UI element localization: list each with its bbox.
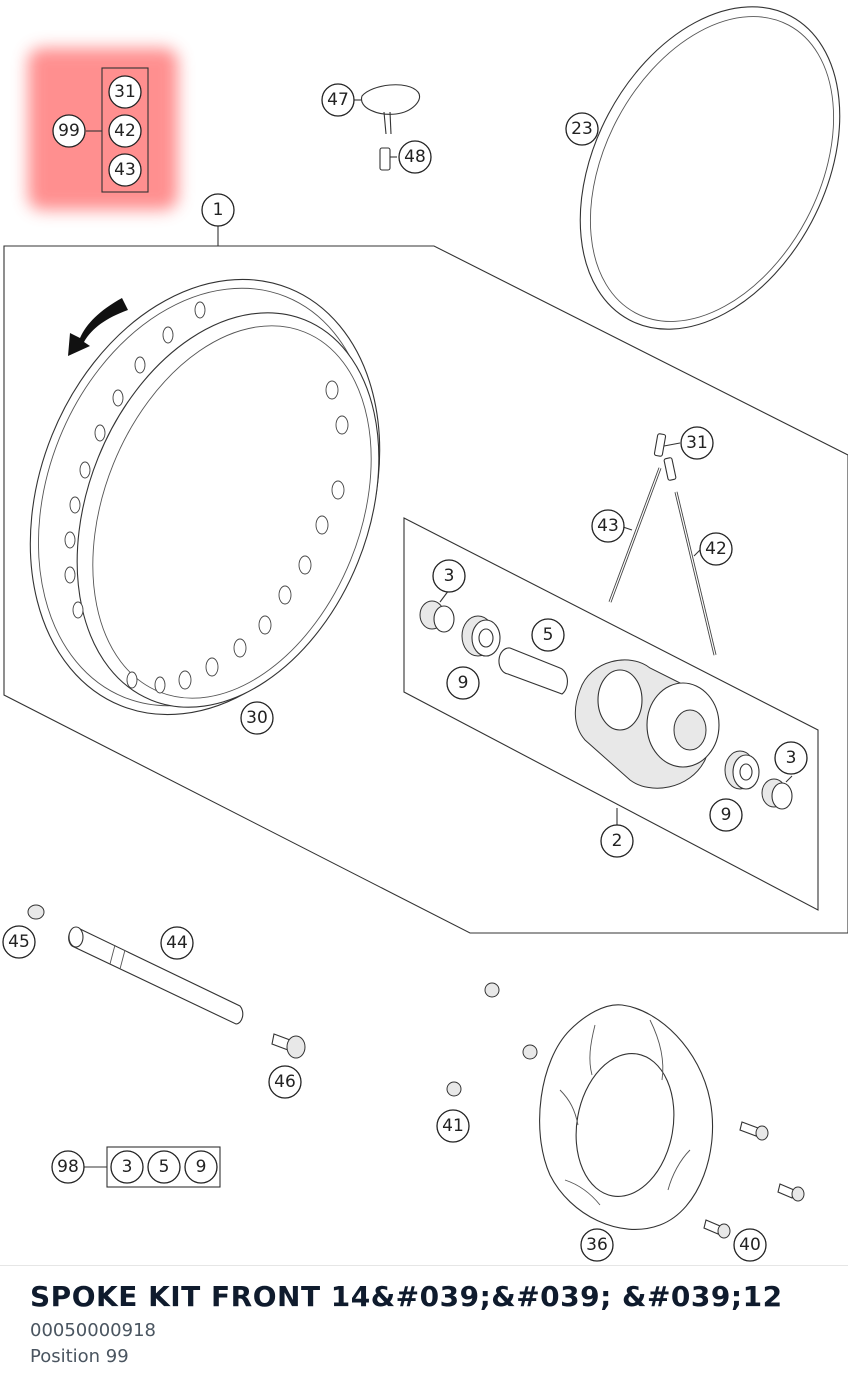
- svg-text:30: 30: [246, 708, 268, 728]
- callout-45[interactable]: 45: [2, 925, 36, 959]
- valve-drawing: [361, 84, 420, 171]
- callout-47[interactable]: 47: [321, 83, 355, 117]
- callout-40[interactable]: 40: [733, 1228, 767, 1262]
- svg-text:31: 31: [114, 82, 136, 102]
- svg-text:9: 9: [721, 805, 732, 825]
- spokes-drawing: [608, 433, 717, 656]
- svg-text:23: 23: [571, 119, 593, 139]
- svg-text:45: 45: [8, 932, 30, 952]
- callout-46[interactable]: 46: [268, 1065, 302, 1099]
- callout-98[interactable]: 98: [51, 1150, 85, 1184]
- rotation-direction-arrow-icon: [68, 298, 128, 356]
- part-info-footer: SPOKE KIT FRONT 14&#039;&#039; &#039;12 …: [0, 1265, 848, 1391]
- callout-3-right[interactable]: 3: [774, 741, 808, 775]
- svg-text:5: 5: [543, 625, 554, 645]
- svg-text:2: 2: [612, 831, 623, 851]
- callout-42-kit[interactable]: 42: [108, 114, 142, 148]
- callout-99[interactable]: 99: [52, 114, 86, 148]
- svg-text:99: 99: [58, 121, 80, 141]
- svg-text:44: 44: [166, 933, 188, 953]
- svg-text:9: 9: [196, 1157, 207, 1177]
- tire-drawing: [579, 6, 841, 330]
- callout-43-kit[interactable]: 43: [108, 153, 142, 187]
- callout-9-kit[interactable]: 9: [184, 1150, 218, 1184]
- callout-9-right[interactable]: 9: [709, 798, 743, 832]
- svg-text:31: 31: [686, 433, 708, 453]
- svg-text:1: 1: [213, 200, 224, 220]
- hub-drawing: [419, 600, 793, 810]
- svg-text:41: 41: [442, 1116, 464, 1136]
- svg-text:48: 48: [404, 147, 426, 167]
- svg-text:3: 3: [444, 566, 455, 586]
- svg-text:42: 42: [114, 121, 136, 141]
- callout-43[interactable]: 43: [591, 509, 625, 543]
- svg-text:3: 3: [786, 748, 797, 768]
- selected-position-highlight: [28, 48, 178, 210]
- svg-text:43: 43: [114, 160, 136, 180]
- svg-text:9: 9: [458, 673, 469, 693]
- callout-5[interactable]: 5: [531, 618, 565, 652]
- svg-text:3: 3: [122, 1157, 133, 1177]
- rim-drawing: [29, 278, 381, 716]
- callout-5-kit[interactable]: 5: [147, 1150, 181, 1184]
- callout-44[interactable]: 44: [160, 926, 194, 960]
- exploded-parts-diagram: 99 31 42 43 47 48 23 1 31 43 42 3 5 9 30…: [2, 6, 848, 1262]
- callout-31[interactable]: 31: [680, 426, 714, 460]
- callout-3-kit[interactable]: 3: [110, 1150, 144, 1184]
- spoke-kit-group-99: [86, 67, 149, 193]
- callout-1[interactable]: 1: [201, 193, 235, 227]
- svg-text:98: 98: [57, 1157, 79, 1177]
- axle-drawing: [27, 904, 306, 1059]
- svg-text:47: 47: [327, 90, 349, 110]
- svg-text:36: 36: [586, 1235, 608, 1255]
- callout-30[interactable]: 30: [240, 701, 274, 735]
- bearing-kit-group-98: [84, 1146, 221, 1188]
- callout-9-left[interactable]: 9: [446, 666, 480, 700]
- svg-text:40: 40: [739, 1235, 761, 1255]
- svg-text:5: 5: [159, 1157, 170, 1177]
- callout-41[interactable]: 41: [436, 1109, 470, 1143]
- svg-text:43: 43: [597, 516, 619, 536]
- hub-assembly-outline: [403, 517, 819, 911]
- callout-2[interactable]: 2: [600, 824, 634, 858]
- callout-31-kit[interactable]: 31: [108, 75, 142, 109]
- svg-text:42: 42: [705, 539, 727, 559]
- callout-48[interactable]: 48: [398, 140, 432, 174]
- callout-3-left[interactable]: 3: [432, 559, 466, 593]
- callout-23[interactable]: 23: [565, 112, 599, 146]
- callout-36[interactable]: 36: [580, 1228, 614, 1262]
- brake-disc-drawing: [446, 982, 805, 1239]
- part-title: SPOKE KIT FRONT 14&#039;&#039; &#039;12: [30, 1280, 783, 1313]
- wheel-assembly-outline: [3, 226, 848, 934]
- part-number: 00050000918: [30, 1320, 156, 1341]
- callout-42[interactable]: 42: [699, 532, 733, 566]
- svg-text:46: 46: [274, 1072, 296, 1092]
- part-position: Position 99: [30, 1346, 129, 1367]
